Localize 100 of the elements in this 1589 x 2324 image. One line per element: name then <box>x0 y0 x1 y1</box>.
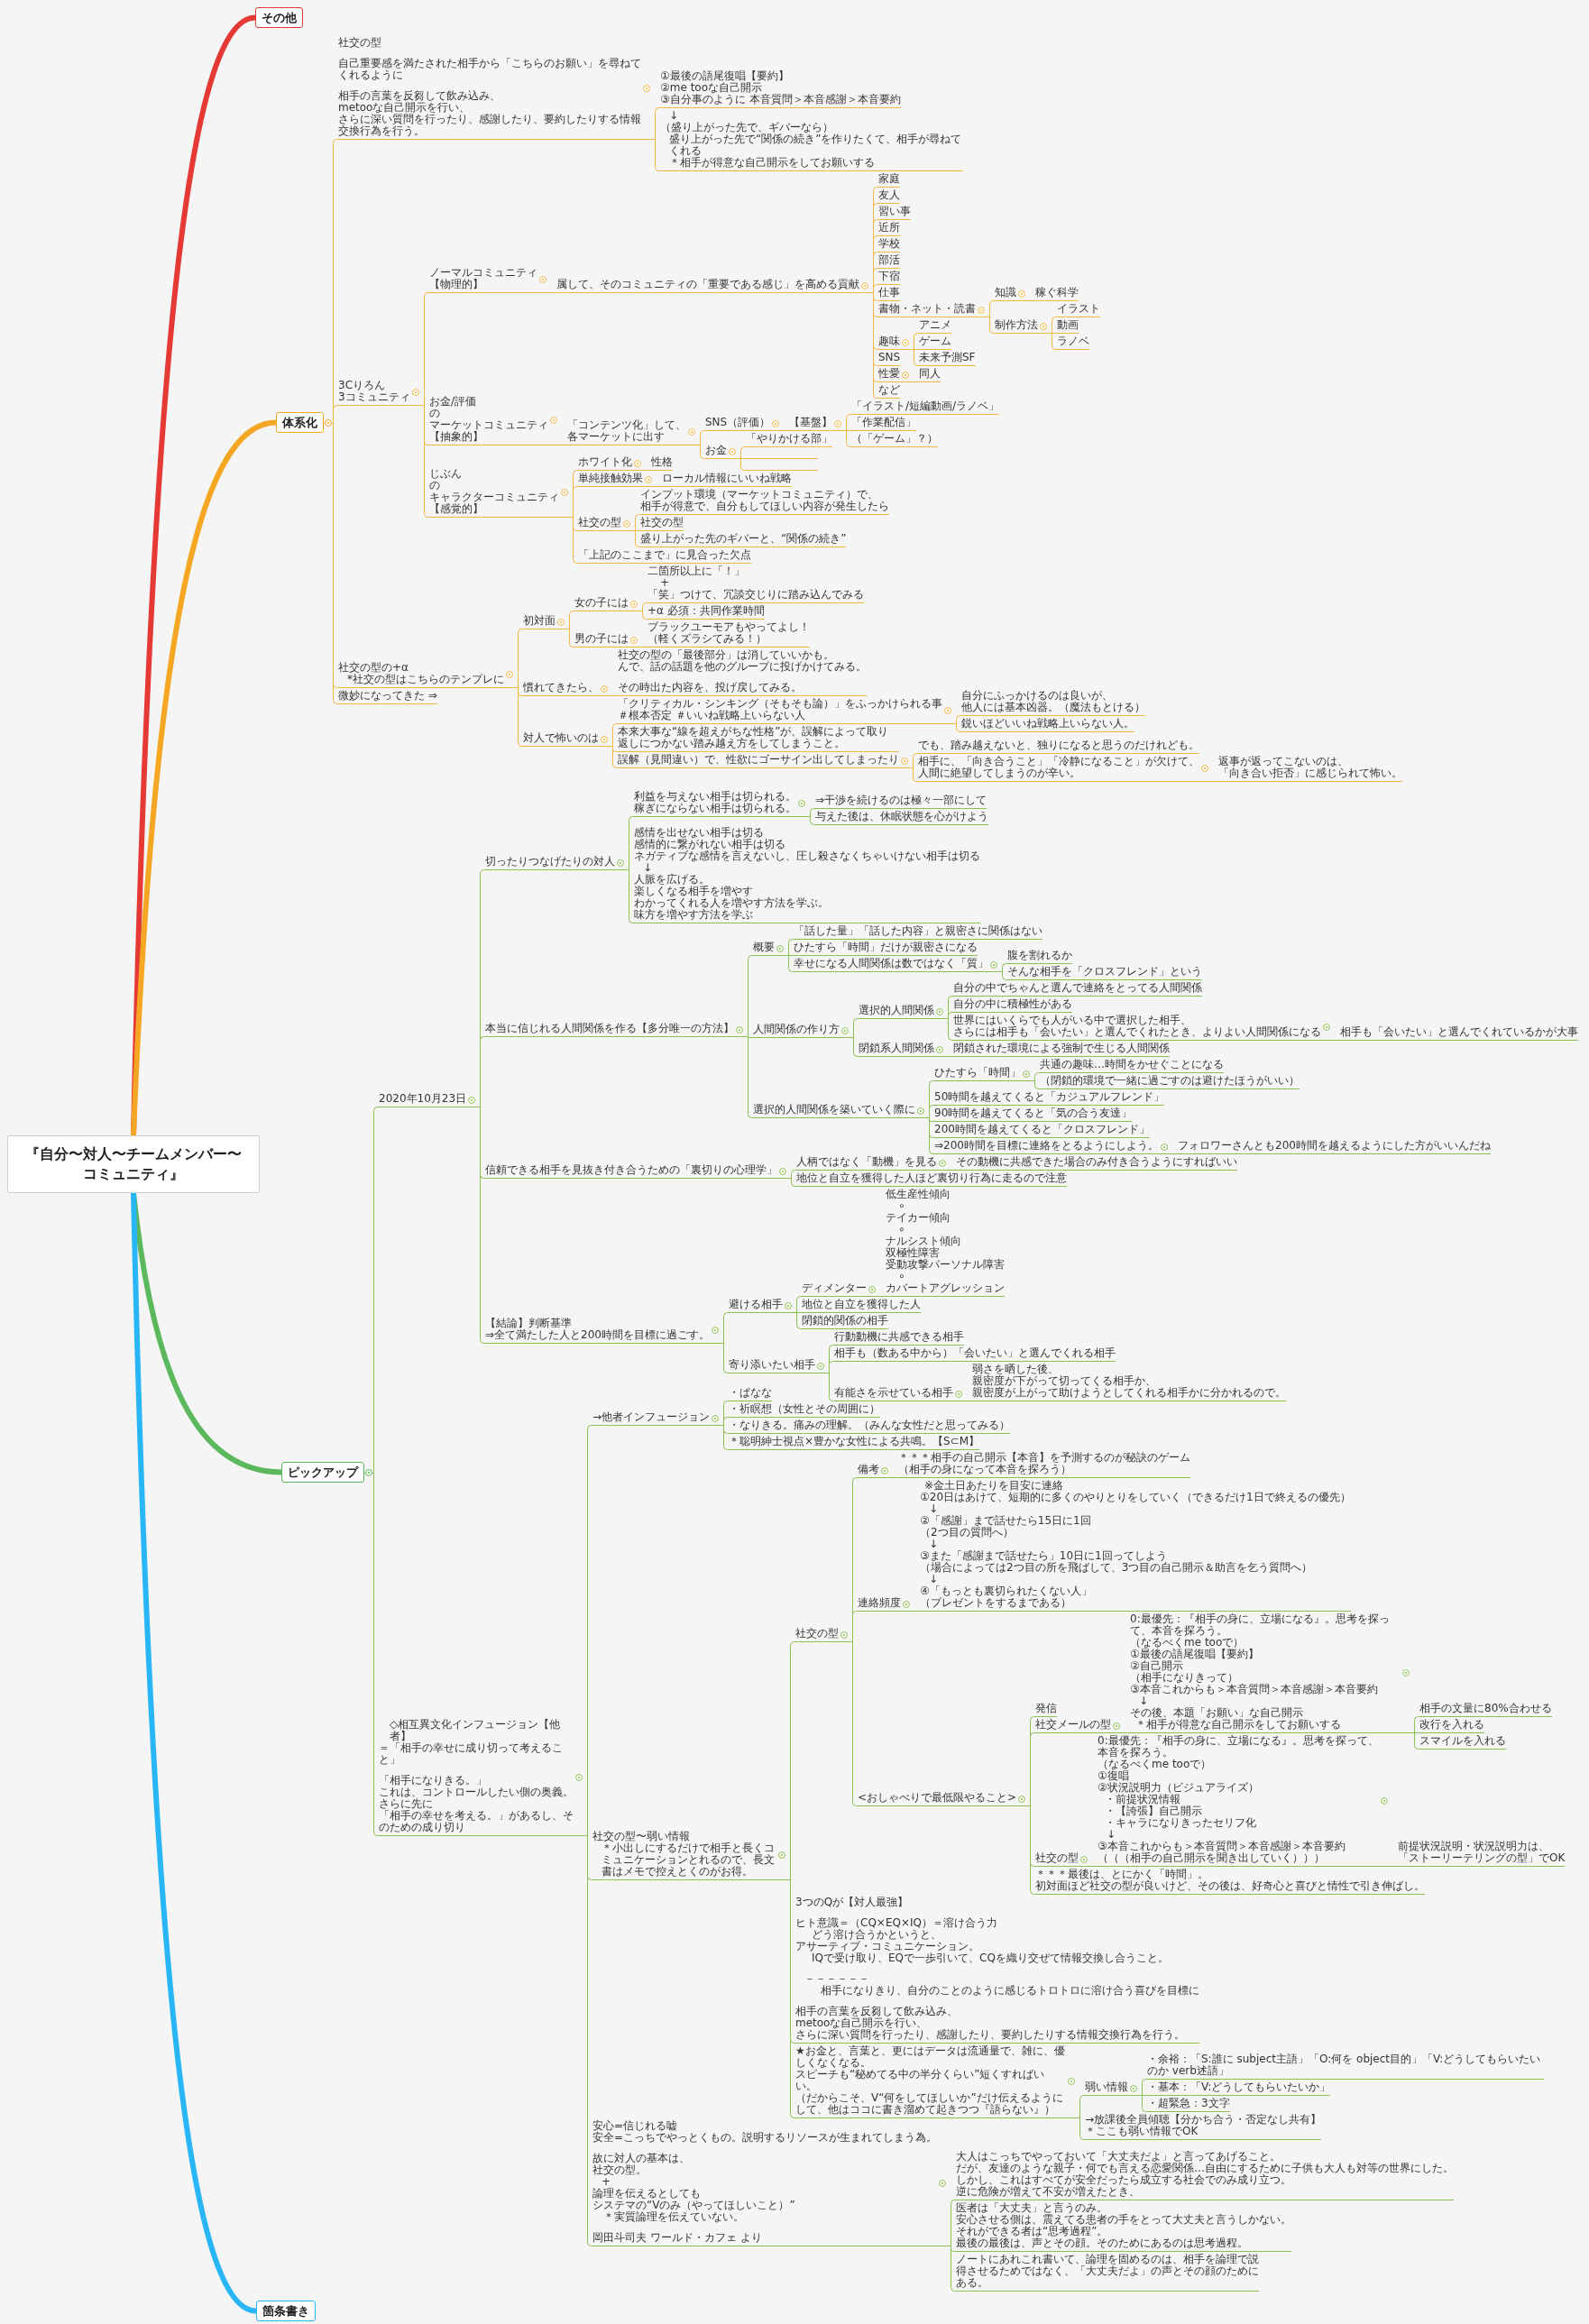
topic-node <box>705 417 781 431</box>
topic-node <box>1085 2114 1322 2140</box>
topic-text: 人間関係の作り方 <box>753 1024 840 1035</box>
topic-node <box>753 1104 925 1118</box>
topic-node <box>1085 2081 1138 2096</box>
topic-node <box>485 856 625 870</box>
topic-text: ②状況説明力（ビジュアライズ） <box>1098 1782 1260 1794</box>
topic-text: （「ゲーム」？） <box>851 433 938 445</box>
topic-node <box>878 335 910 350</box>
topic-text: 信頼できる相手を見抜き付き合うための「裏切りの心理学」 <box>485 1164 777 1176</box>
topic-node <box>1398 1841 1566 1867</box>
topic-node <box>794 958 998 972</box>
topic-node <box>920 1480 1351 1612</box>
topic-text: 性格 <box>651 456 673 468</box>
topic-node <box>858 1792 1027 1806</box>
topic-text: ゲーム <box>919 335 951 347</box>
connector-line <box>943 1056 954 1057</box>
topic-node <box>578 473 653 487</box>
topic-text: 社交の型 <box>795 1628 839 1640</box>
topic-text: 0:最優先：『相手の身に、立場になる』。思考を探って、本音を探ろう。 <box>1098 1735 1379 1759</box>
topic-text: ①20日はあけて、短期的に多くのやりとりをしていく（できるだけ1日で終えるの優先） <box>920 1492 1351 1503</box>
topic-text: イラスト <box>1057 303 1100 315</box>
topic-node <box>338 37 651 140</box>
topic-text: 自分の中でちゃんと選んで連絡をとってる人間関係 <box>953 982 1202 994</box>
branch-topic-box <box>256 2301 316 2321</box>
topic-text: ・なりきる。痛みの理解。（みんな女性だと思ってみる） <box>729 1419 1010 1431</box>
topic-text: 自分にふっかけるのは良いが、 <box>961 690 1114 702</box>
topic-text: 避ける相手 <box>729 1299 783 1310</box>
topic-node <box>618 754 909 768</box>
topic-text: さらには相手も「会いたい」と選んでくれたとき、よりよい人間関係になる <box>953 1026 1321 1038</box>
topic-node <box>634 791 806 817</box>
topic-text: 閉鎖系人間関係 <box>859 1043 934 1054</box>
topic-text: + <box>601 2176 612 2188</box>
topic-text: 女の子には <box>574 597 629 609</box>
topic-text: 性愛 <box>878 368 900 380</box>
topic-text: 初対面 <box>523 615 556 627</box>
topic-text: 医者は「大丈夫」と言うのみ。 <box>956 2202 1108 2214</box>
topic-text: 自己重要感を満たされた相手から「こちらのお願い」を尋ねてくれるように <box>338 58 641 81</box>
topic-text: じぶん <box>429 468 463 480</box>
topic-text: 安全=こっちでやっとくもの。説明するリソースが生まれてしまう為。 <box>592 2132 938 2144</box>
topic-node <box>485 1318 720 1344</box>
topic-node <box>578 517 631 531</box>
branch-topic-box <box>276 412 324 433</box>
connector-line <box>951 723 962 732</box>
topic-text: 対人で怖いのは <box>523 732 599 744</box>
topic-text: ①最後の語尾復唱【要約】 <box>660 70 790 82</box>
topic-node <box>429 468 569 518</box>
topic-text: 感情を出せない相手は切る <box>634 827 765 839</box>
topic-node <box>795 1897 1199 2044</box>
topic-text: 「相手の幸せを考える。」があるし、そのための成り切り <box>379 1810 574 1833</box>
connector-line <box>1168 1153 1179 1154</box>
topic-text: 受動攻撃パーソナル障害 <box>886 1259 1005 1271</box>
connector-line <box>1388 1866 1399 1867</box>
topic-text: 人間に絶望してしまうのが辛い。 <box>918 767 1081 779</box>
topic-text: 相手が得意で、自分もしてほしい内容が発生したら <box>640 501 889 512</box>
topic-text: ノートにあれこれ書いて、論理を固めるのは、相手を論理で説得させるためではなく、「大丈夫だよ」の声とその顔のためにある。 <box>956 2254 1259 2289</box>
topic-text: 社交の型。 <box>592 2164 648 2176</box>
topic-text: 改行を入れる <box>1419 1719 1484 1731</box>
topic-text: 2020年10月23日 <box>379 1093 467 1105</box>
topic-text: （場合によっては2つ目の所を飛ばして、3つ目の自己開示＆助言を乞う質問へ） <box>920 1562 1314 1574</box>
topic-text: 属して、そのコミュニティの「重要である感じ」を高める貢献 <box>556 279 859 290</box>
topic-text: 社交メールの型 <box>1035 1719 1111 1731</box>
topic-text: ヒト意識＝（CQ×EQ×IQ）＝溶け合う力 <box>795 1917 998 1929</box>
topic-text: マーケットコミュニティ <box>429 419 548 431</box>
connector-line <box>557 445 568 446</box>
topic-text: ∘ <box>897 1200 906 1212</box>
topic-text: （閉鎖的環境で一緒に過ごすのは避けたほうがいい） <box>1040 1075 1300 1087</box>
connector-line <box>608 746 619 768</box>
topic-text: ひたすら「時間」だけが親密さになる <box>794 942 978 953</box>
connector-line <box>638 647 648 648</box>
connector-line <box>1025 300 1036 301</box>
topic-text: 弱さを晒した後、 <box>972 1364 1060 1375</box>
topic-node <box>956 2151 1454 2200</box>
branch-line <box>131 419 277 1136</box>
topic-text: ローカル情報にいいね戦略 <box>662 473 792 484</box>
topic-text: ＝「相手の幸せに成り切って考えること」 <box>379 1742 564 1766</box>
topic-text: ②me tooな自己開示 <box>660 82 764 94</box>
topic-text: ＃根本否定 ＃いいね戦略上いらない人 <box>618 710 806 721</box>
topic-text: ＊実質論理を伝えていない。 <box>602 2211 745 2223</box>
topic-text: 「イラスト/短編動画/ラノベ」 <box>851 400 1000 412</box>
topic-text: 社交の型の「最後部分」は消していいかも。 <box>618 649 835 661</box>
topic-text: 岡田斗司夫 ワールド・カフェ より <box>592 2232 763 2244</box>
topic-node <box>858 1464 889 1478</box>
topic-node <box>878 368 910 382</box>
connector-line <box>719 1343 730 1373</box>
topic-text: 安心=信じれる嘘 <box>592 2120 679 2132</box>
topic-text: 「クリティカル・シンキング（そもそも論）」をふっかけられる事 <box>618 698 942 710</box>
topic-text: （軽くズラシてみる！） <box>648 633 767 645</box>
topic-text: 【結論】判断基準 <box>485 1318 573 1329</box>
branch-topic-box <box>281 1462 364 1483</box>
topic-node <box>338 662 514 688</box>
topic-text: 相手に、「向き合うこと」「冷静になること」が欠けて、 <box>918 756 1199 767</box>
topic-text: ∘ <box>897 1271 906 1282</box>
topic-text: 同人 <box>919 368 941 380</box>
topic-node <box>956 2202 1291 2252</box>
connector-line <box>1075 2117 1086 2140</box>
topic-node <box>379 1093 477 1107</box>
topic-node <box>918 756 1209 782</box>
topic-text: SNS <box>878 352 901 363</box>
topic-node <box>1098 1735 1389 1867</box>
